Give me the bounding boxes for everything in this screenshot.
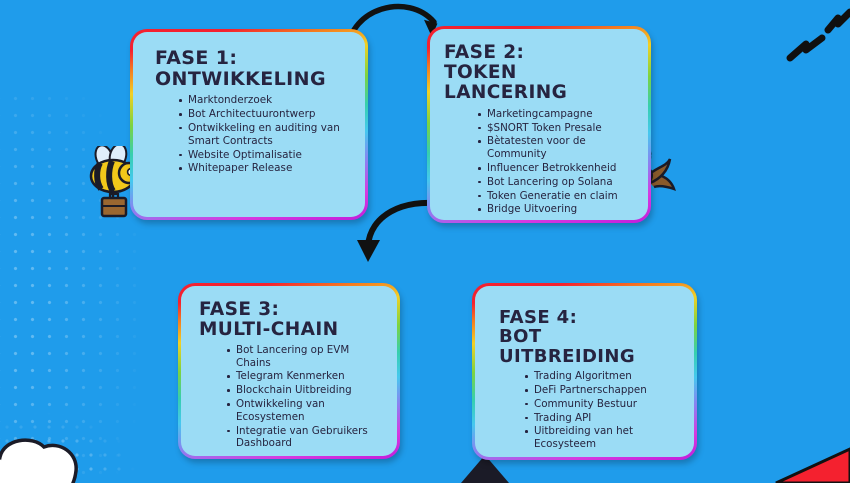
birds-icon bbox=[786, 8, 850, 62]
list-item: Trading Algoritmen bbox=[525, 370, 684, 383]
phase-card-3-body: FASE 3: MULTI-CHAIN Bot Lancering op EVM… bbox=[181, 286, 397, 456]
phase-2-bullet-list: Marketingcampagne $SNORT Token Presale B… bbox=[444, 108, 638, 216]
phase-card-3[interactable]: FASE 3: MULTI-CHAIN Bot Lancering op EVM… bbox=[178, 283, 400, 459]
list-item: Bridge Uitvoering bbox=[478, 203, 638, 216]
list-item: Bot Architectuurontwerp bbox=[179, 108, 351, 121]
list-item: DeFi Partnerschappen bbox=[525, 384, 684, 397]
list-item: Ontwikkeling van Ecosystemen bbox=[227, 398, 387, 424]
dot-pattern-cloud bbox=[0, 392, 136, 472]
list-item: Community Bestuur bbox=[525, 398, 684, 411]
phase-4-bullet-list: Trading Algoritmen DeFi Partnerschappen … bbox=[499, 370, 684, 451]
phase-3-bullet-list: Bot Lancering op EVM Chains Telegram Ken… bbox=[199, 344, 387, 450]
list-item: Integratie van Gebruikers Dashboard bbox=[227, 425, 387, 451]
list-item: Bètatesten voor de Community bbox=[478, 135, 638, 161]
list-item: Influencer Betrokkenheid bbox=[478, 162, 638, 175]
phase-4-title: FASE 4: BOT UITBREIDING bbox=[499, 307, 636, 367]
phase-card-4-body: FASE 4: BOT UITBREIDING Trading Algoritm… bbox=[475, 286, 694, 457]
cloud-icon bbox=[0, 438, 78, 483]
list-item: Trading API bbox=[525, 412, 684, 425]
list-item: Blockchain Uitbreiding bbox=[227, 384, 387, 397]
phase-card-2[interactable]: FASE 2: TOKEN LANCERING Marketingcampagn… bbox=[427, 26, 651, 223]
list-item: Whitepaper Release bbox=[179, 162, 351, 175]
phase-card-4[interactable]: FASE 4: BOT UITBREIDING Trading Algoritm… bbox=[472, 283, 697, 460]
phase-card-1[interactable]: FASE 1: ONTWIKKELING Marktonderzoek Bot … bbox=[130, 29, 368, 220]
phase-card-2-body: FASE 2: TOKEN LANCERING Marketingcampagn… bbox=[430, 29, 648, 220]
list-item: Bot Lancering op Solana bbox=[478, 176, 638, 189]
list-item: Marktonderzoek bbox=[179, 94, 351, 107]
corner-wedge-icon bbox=[775, 447, 850, 483]
phase-2-title: FASE 2: TOKEN LANCERING bbox=[444, 42, 568, 103]
phase-3-title: FASE 3: MULTI-CHAIN bbox=[199, 299, 339, 340]
list-item: Token Generatie en claim bbox=[478, 190, 638, 203]
list-item: Ontwikkeling en auditing van Smart Contr… bbox=[179, 122, 351, 148]
phase-1-title: FASE 1: ONTWIKKELING bbox=[155, 47, 326, 90]
list-item: $SNORT Token Presale bbox=[478, 122, 638, 135]
list-item: Uitbreiding van het Ecosysteem bbox=[525, 425, 684, 451]
list-item: Website Optimalisatie bbox=[179, 149, 351, 162]
phase-card-1-body: FASE 1: ONTWIKKELING Marktonderzoek Bot … bbox=[133, 32, 365, 217]
list-item: Marketingcampagne bbox=[478, 108, 638, 121]
phase-1-bullet-list: Marktonderzoek Bot Architectuurontwerp O… bbox=[155, 94, 351, 175]
list-item: Telegram Kenmerken bbox=[227, 370, 387, 383]
list-item: Bot Lancering op EVM Chains bbox=[227, 344, 387, 370]
